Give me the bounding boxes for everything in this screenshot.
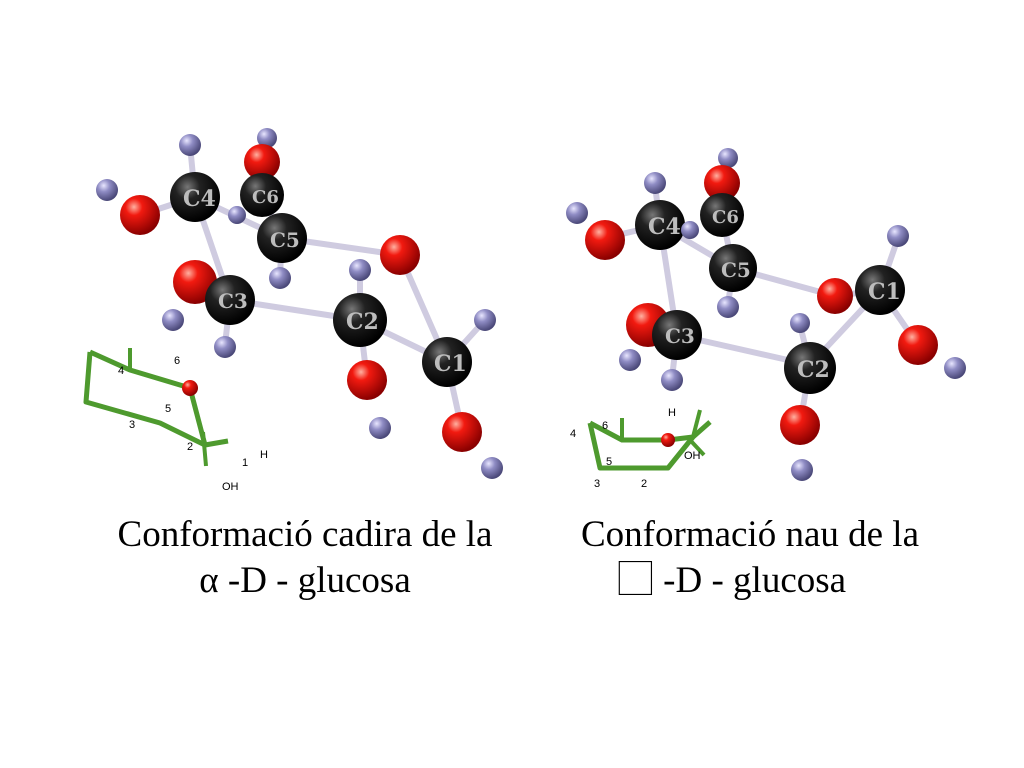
hydrogen-atom bbox=[474, 309, 496, 331]
carbon-atom-c1 bbox=[422, 337, 472, 387]
atom-label: C1 bbox=[434, 351, 467, 377]
ring-label: OH bbox=[684, 450, 701, 462]
ring-label: 2 bbox=[187, 441, 193, 453]
carbon-atom-c5 bbox=[257, 213, 307, 263]
hydrogen-atom bbox=[481, 457, 503, 479]
atom-label: C6 bbox=[252, 187, 279, 208]
oxygen-atom bbox=[347, 360, 387, 400]
chair-ring-inset: 4 6 5 3 2 1 H OH bbox=[83, 348, 268, 493]
atom-label: C3 bbox=[665, 324, 695, 348]
ring-oxygen-atom bbox=[380, 235, 420, 275]
ring-oxygen-marker bbox=[661, 433, 675, 447]
oxygen-atom bbox=[704, 165, 740, 201]
ring-label: 2 bbox=[641, 478, 647, 490]
carbon-atom-c3 bbox=[652, 310, 702, 360]
atom-label: C1 bbox=[868, 279, 901, 305]
carbon-atom-c6 bbox=[700, 193, 744, 237]
carbon-atom-c1 bbox=[855, 265, 905, 315]
caption-line: Conformació cadira de la bbox=[117, 514, 493, 555]
hydrogen-atom bbox=[349, 259, 371, 281]
carbon-atom-c2 bbox=[784, 342, 836, 394]
carbon-atom-c3 bbox=[205, 275, 255, 325]
carbon-atom-c2 bbox=[333, 293, 387, 347]
carbon-atom-c4 bbox=[635, 200, 685, 250]
carbon-atom-c5 bbox=[709, 244, 757, 292]
atom-label: C4 bbox=[648, 214, 681, 240]
atom-label: C5 bbox=[270, 228, 300, 252]
carbon-atom-c6 bbox=[240, 173, 284, 217]
oxygen-atom bbox=[780, 405, 820, 445]
hydrogen-atom bbox=[96, 179, 118, 201]
hydrogen-atom bbox=[228, 206, 246, 224]
oxygen-atom bbox=[120, 195, 160, 235]
hydrogen-atom bbox=[369, 417, 391, 439]
ring-oxygen-marker bbox=[182, 380, 198, 396]
caption-chair-conformation: Conformació cadira de la α -D - glucosa bbox=[60, 512, 550, 604]
hydrogen-atom bbox=[791, 459, 813, 481]
hydrogen-atom bbox=[269, 267, 291, 289]
hydrogen-atom bbox=[566, 202, 588, 224]
hydrogen-atom bbox=[644, 172, 666, 194]
boat-conformation-model: C4 C6 C5 C3 C2 C1 H 6 4 OH 5 3 2 bbox=[566, 148, 966, 490]
hydrogen-atom bbox=[214, 336, 236, 358]
hydrogen-atom bbox=[619, 349, 641, 371]
ring-label: 4 bbox=[570, 428, 576, 440]
atom-label: C2 bbox=[346, 309, 379, 335]
atom-label: C2 bbox=[797, 357, 830, 383]
ring-label: 1 bbox=[242, 457, 248, 469]
ring-label: OH bbox=[222, 481, 239, 493]
hydrogen-atom bbox=[179, 134, 201, 156]
chair-conformation-model: C4 C6 C5 C3 C2 C1 4 6 5 3 2 1 H OH bbox=[83, 128, 503, 493]
ring-label: 6 bbox=[174, 355, 180, 367]
caption-boat-conformation: Conformació nau de la ⃞ -D - glucosa bbox=[500, 512, 1000, 604]
hydrogen-atom bbox=[887, 225, 909, 247]
carbon-atom-c4 bbox=[170, 172, 220, 222]
atom-label: C5 bbox=[721, 258, 751, 282]
atom-label: C3 bbox=[218, 289, 248, 313]
ring-label: 5 bbox=[606, 456, 612, 468]
boat-ring-inset: H 6 4 OH 5 3 2 bbox=[570, 407, 712, 490]
hydrogen-atom bbox=[790, 313, 810, 333]
ring-label: 4 bbox=[118, 365, 124, 377]
ring-label: 5 bbox=[165, 403, 171, 415]
hydrogen-atom bbox=[717, 296, 739, 318]
caption-line: α -D - glucosa bbox=[199, 560, 411, 601]
ring-label: H bbox=[668, 407, 676, 419]
hydrogen-atom bbox=[718, 148, 738, 168]
ring-label: 3 bbox=[594, 478, 600, 490]
hydrogen-atom bbox=[257, 128, 277, 148]
atom-label: C6 bbox=[712, 207, 739, 228]
hydrogen-atom bbox=[661, 369, 683, 391]
caption-line: ⃞ -D - glucosa bbox=[653, 560, 847, 601]
oxygen-atom bbox=[442, 412, 482, 452]
ring-label: 3 bbox=[129, 419, 135, 431]
ring-label: H bbox=[260, 449, 268, 461]
ring-label: 6 bbox=[602, 420, 608, 432]
hydrogen-atom bbox=[944, 357, 966, 379]
ring-oxygen-atom bbox=[817, 278, 853, 314]
hydrogen-atom bbox=[162, 309, 184, 331]
oxygen-atom bbox=[898, 325, 938, 365]
oxygen-atom bbox=[244, 144, 280, 180]
hydrogen-atom bbox=[681, 221, 699, 239]
oxygen-atom bbox=[585, 220, 625, 260]
caption-line: Conformació nau de la bbox=[580, 514, 920, 555]
atom-label: C4 bbox=[183, 186, 216, 212]
